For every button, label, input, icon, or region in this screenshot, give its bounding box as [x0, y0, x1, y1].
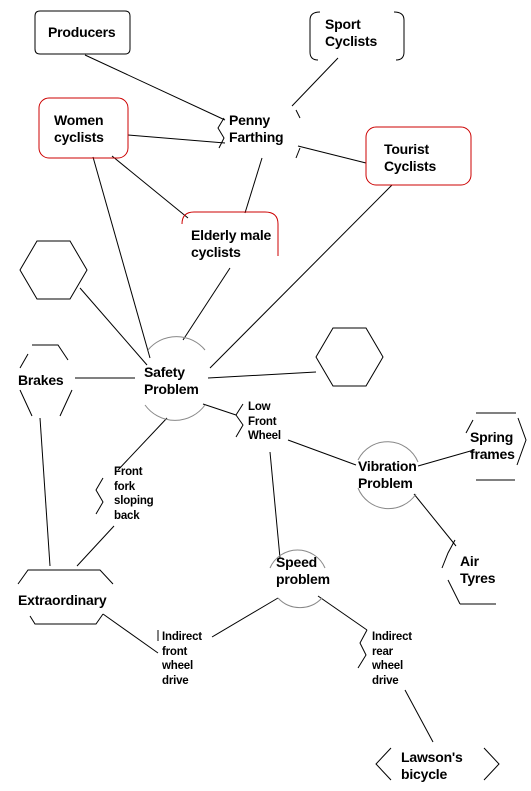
node-tourist-cyclists: Tourist Cyclists: [384, 141, 437, 174]
edge-low-front-wheel-vibration: [287, 439, 357, 466]
edge-elderly-male-safety-problem: [182, 267, 231, 341]
edge-hexagon-left-safety-problem: [79, 287, 148, 366]
node-extraordinary: Extraordinary: [18, 592, 107, 608]
edge-low-front-wheel-speed-problem: [269, 451, 281, 559]
edge-women-cyclists-elderly-male: [111, 155, 189, 219]
edge-women-cyclists-safety-problem: [92, 156, 151, 359]
air-tyres-hexagon: [441, 539, 496, 605]
node-brakes: Brakes: [18, 372, 64, 388]
node-producers: Producers: [48, 24, 116, 40]
empty-hexagon-left: [19, 240, 88, 300]
empty-hexagon-right: [315, 327, 384, 387]
edge-vibration-air-tyres: [413, 493, 457, 547]
front-fork-bracket: [95, 477, 104, 515]
indirect-rear-bracket: [357, 629, 368, 669]
safety-problem-circle: [144, 336, 206, 421]
penny-farthing-box: [217, 109, 301, 159]
node-indirect-rear-wheel-drive: Indirect rear wheel drive: [372, 631, 412, 687]
node-air-tyres: Air Tyres: [460, 553, 496, 586]
edge-extraordinary-indirect-front: [102, 613, 159, 654]
spring-frames-hexagon: [465, 412, 527, 481]
node-women-cyclists: Women cyclists: [54, 112, 104, 145]
node-safety-problem: Safety Problem: [144, 364, 199, 397]
lawsons-bicycle-brackets: [375, 747, 500, 781]
node-lawsons-bicycle: Lawson's bicycle: [401, 749, 463, 782]
vibration-problem-circle: [357, 441, 419, 510]
node-spring-frames: Spring frames: [470, 429, 515, 462]
edge-producers-penny-farthing: [84, 54, 226, 121]
edge-indirect-rear-lawsons: [404, 689, 434, 743]
node-penny-farthing: Penny Farthing: [229, 112, 284, 145]
edge-speed-indirect-front: [211, 597, 279, 638]
speed-problem-circle: [269, 549, 326, 609]
edge-safety-problem-front-fork: [117, 417, 168, 471]
node-low-front-wheel: Low Front Wheel: [248, 401, 281, 442]
edge-penny-farthing-tourist-cyclists: [297, 145, 367, 164]
node-elderly-male-cyclists: Elderly male cyclists: [191, 227, 272, 260]
extraordinary-hexagon: [17, 569, 114, 625]
edge-speed-indirect-rear: [317, 595, 368, 631]
edge-sport-cyclists-penny-farthing: [291, 57, 339, 107]
node-front-fork-sloping-back: Front fork sloping back: [114, 466, 154, 522]
edge-front-fork-extraordinary: [76, 525, 115, 567]
edge-safety-problem-low-front-wheel: [202, 403, 237, 416]
low-front-wheel-bracket: [235, 403, 244, 438]
edge-safety-problem-hexagon-right: [207, 371, 317, 379]
elderly-male-cyclists-box: [181, 211, 279, 256]
edge-tourist-cyclists-safety-problem: [209, 184, 393, 369]
node-vibration-problem: Vibration Problem: [358, 458, 417, 491]
edge-vibration-spring-frames: [417, 449, 475, 467]
node-speed-problem: Speed problem: [276, 554, 330, 587]
node-sport-cyclists: Sport Cyclists: [325, 16, 378, 49]
node-indirect-front-wheel-drive: Indirect front wheel drive: [162, 631, 202, 687]
edge-brakes-extraordinary: [39, 417, 51, 567]
edge-women-cyclists-penny-farthing: [127, 134, 226, 144]
sport-cyclists-box: [309, 11, 405, 61]
brakes-hexagon: [19, 344, 73, 417]
women-cyclists-box: [38, 97, 129, 159]
edge-penny-farthing-elderly-male: [244, 157, 263, 214]
producers-box: [34, 10, 131, 55]
tourist-cyclists-box: [365, 126, 472, 186]
